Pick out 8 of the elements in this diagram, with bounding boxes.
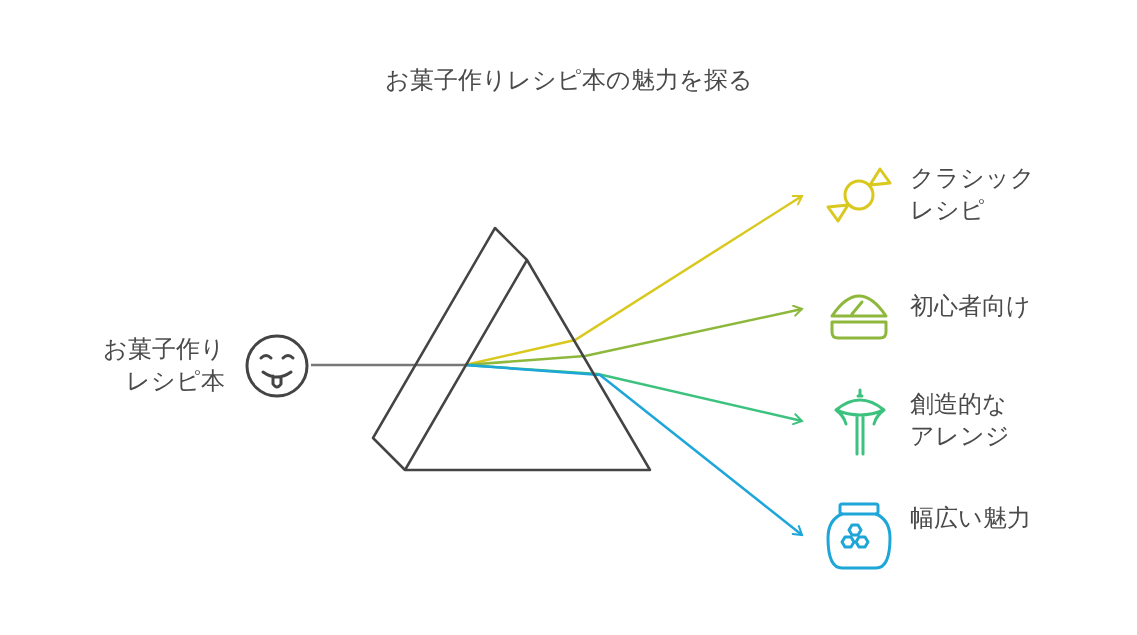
arrow [464, 363, 803, 536]
connector-line [311, 363, 465, 367]
node-label: お菓子作りレシピ本 [102, 334, 225, 397]
node-label: 初心者向け [910, 291, 1032, 322]
title: お菓子作りレシピ本の魅力を探る [383, 65, 754, 96]
node-label: 創造的なアレンジ [910, 389, 1011, 452]
node-label: クラシックレシピ [910, 163, 1036, 226]
node-label: 幅広い魅力 [910, 503, 1032, 534]
